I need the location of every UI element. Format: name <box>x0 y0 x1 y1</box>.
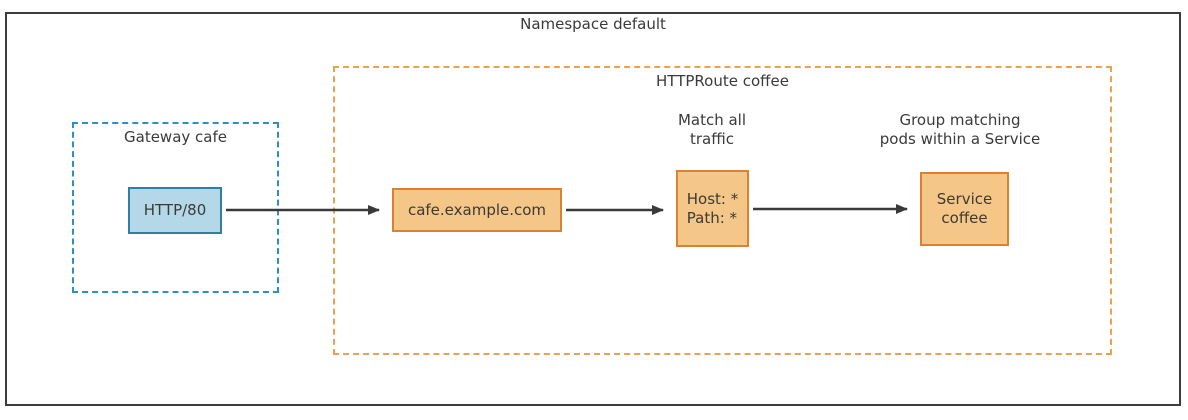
match-annotation: Match all traffic <box>632 111 792 149</box>
namespace-title: Namespace default <box>520 15 666 33</box>
hostname-label: cafe.example.com <box>407 200 547 219</box>
match-path-label: Path: * <box>686 208 738 227</box>
hostname-node: cafe.example.com <box>392 188 562 232</box>
match-annotation-line1: Match all <box>677 111 747 129</box>
service-node: Service coffee <box>920 172 1009 246</box>
match-annotation-line2: traffic <box>690 130 734 148</box>
namespace-frame: Namespace default <box>5 12 1181 406</box>
gateway-listener-label: HTTP/80 <box>143 201 207 219</box>
service-label-line1: Service <box>936 190 993 208</box>
gateway-group-box: Gateway cafe <box>72 122 279 293</box>
gateway-listener-node: HTTP/80 <box>128 187 222 234</box>
httproute-group-label: HTTPRoute coffee <box>656 72 789 90</box>
gateway-group-label: Gateway cafe <box>124 128 227 146</box>
service-label-line2: coffee <box>941 209 988 227</box>
match-host-label: Host: * <box>686 189 739 208</box>
service-annotation: Group matching pods within a Service <box>860 111 1060 149</box>
match-rule-node: Host: * Path: * <box>676 170 749 247</box>
service-annotation-line1: Group matching <box>899 111 1021 129</box>
service-annotation-line2: pods within a Service <box>879 130 1041 148</box>
